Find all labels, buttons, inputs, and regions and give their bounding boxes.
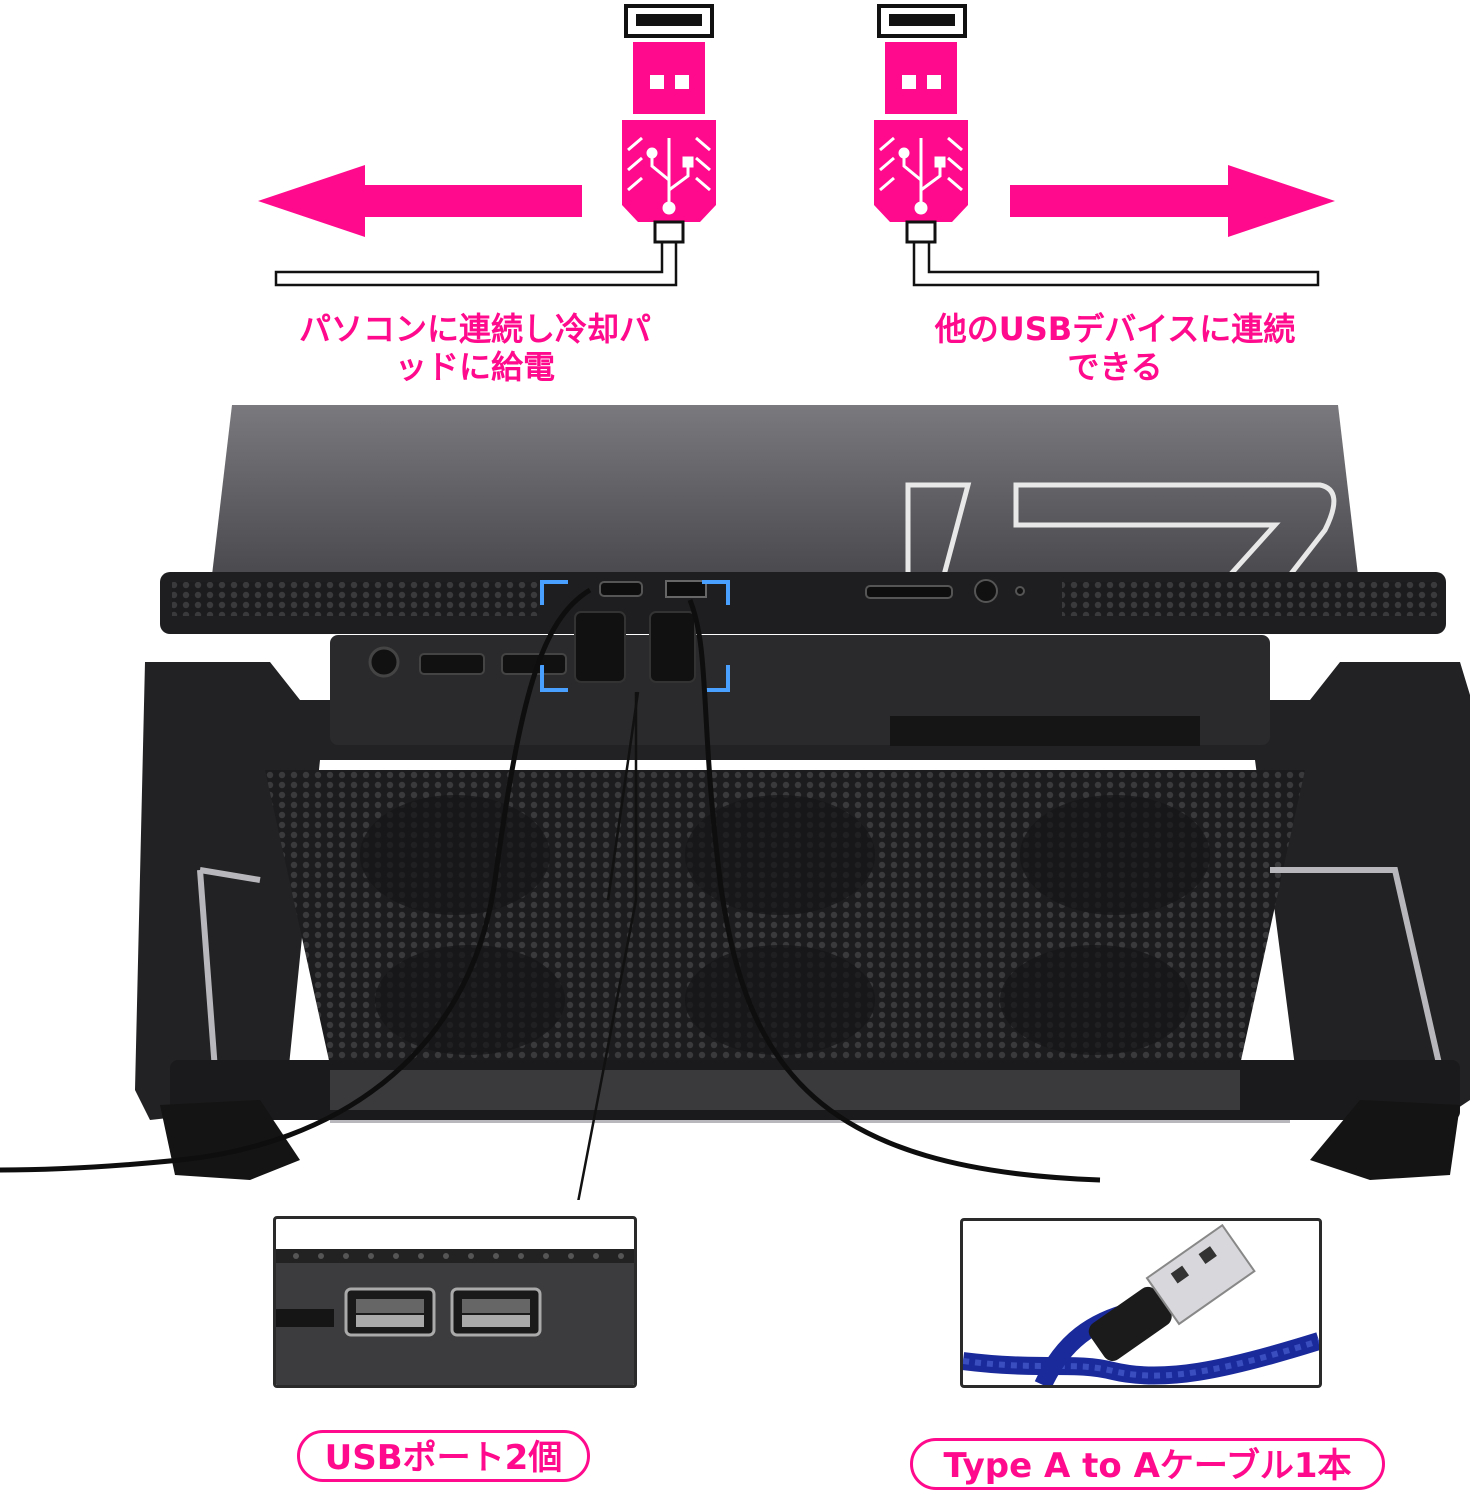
usb-symbol-icon [646,138,694,215]
usb-plug-icon [874,4,968,244]
usb-plug-icon [622,4,716,244]
highlight-corners [540,580,730,692]
caption-right-line1: 他のUSBデバイスに連続 [934,310,1296,348]
caption-right-line2: できる [1067,348,1163,386]
arrow-right-icon [1010,165,1335,237]
caption-left-line2: ッドに給電 [394,348,555,386]
cooling-pad-illustration [0,405,1470,1200]
label-cable: Type A to Aケーブル1本 [910,1438,1385,1490]
caption-left: パソコンに連続し冷却パ ッドに給電 [255,310,695,386]
top-diagram [258,4,1335,287]
usb-plug-icon [1088,1223,1256,1361]
caption-right: 他のUSBデバイスに連続 できる [900,310,1330,386]
cable-inset [960,1218,1322,1388]
usb-ports-inset [273,1216,637,1388]
arrow-left-icon [258,165,582,237]
label-usb-ports: USBポート2個 [297,1430,590,1482]
laptop-lid [212,405,1358,575]
cables [0,587,1101,1183]
usb-port-icon [344,1287,436,1337]
usb-port-icon [450,1287,542,1337]
caption-left-line1: パソコンに連続し冷却パ [298,310,651,348]
usb-symbol-icon [898,138,946,215]
